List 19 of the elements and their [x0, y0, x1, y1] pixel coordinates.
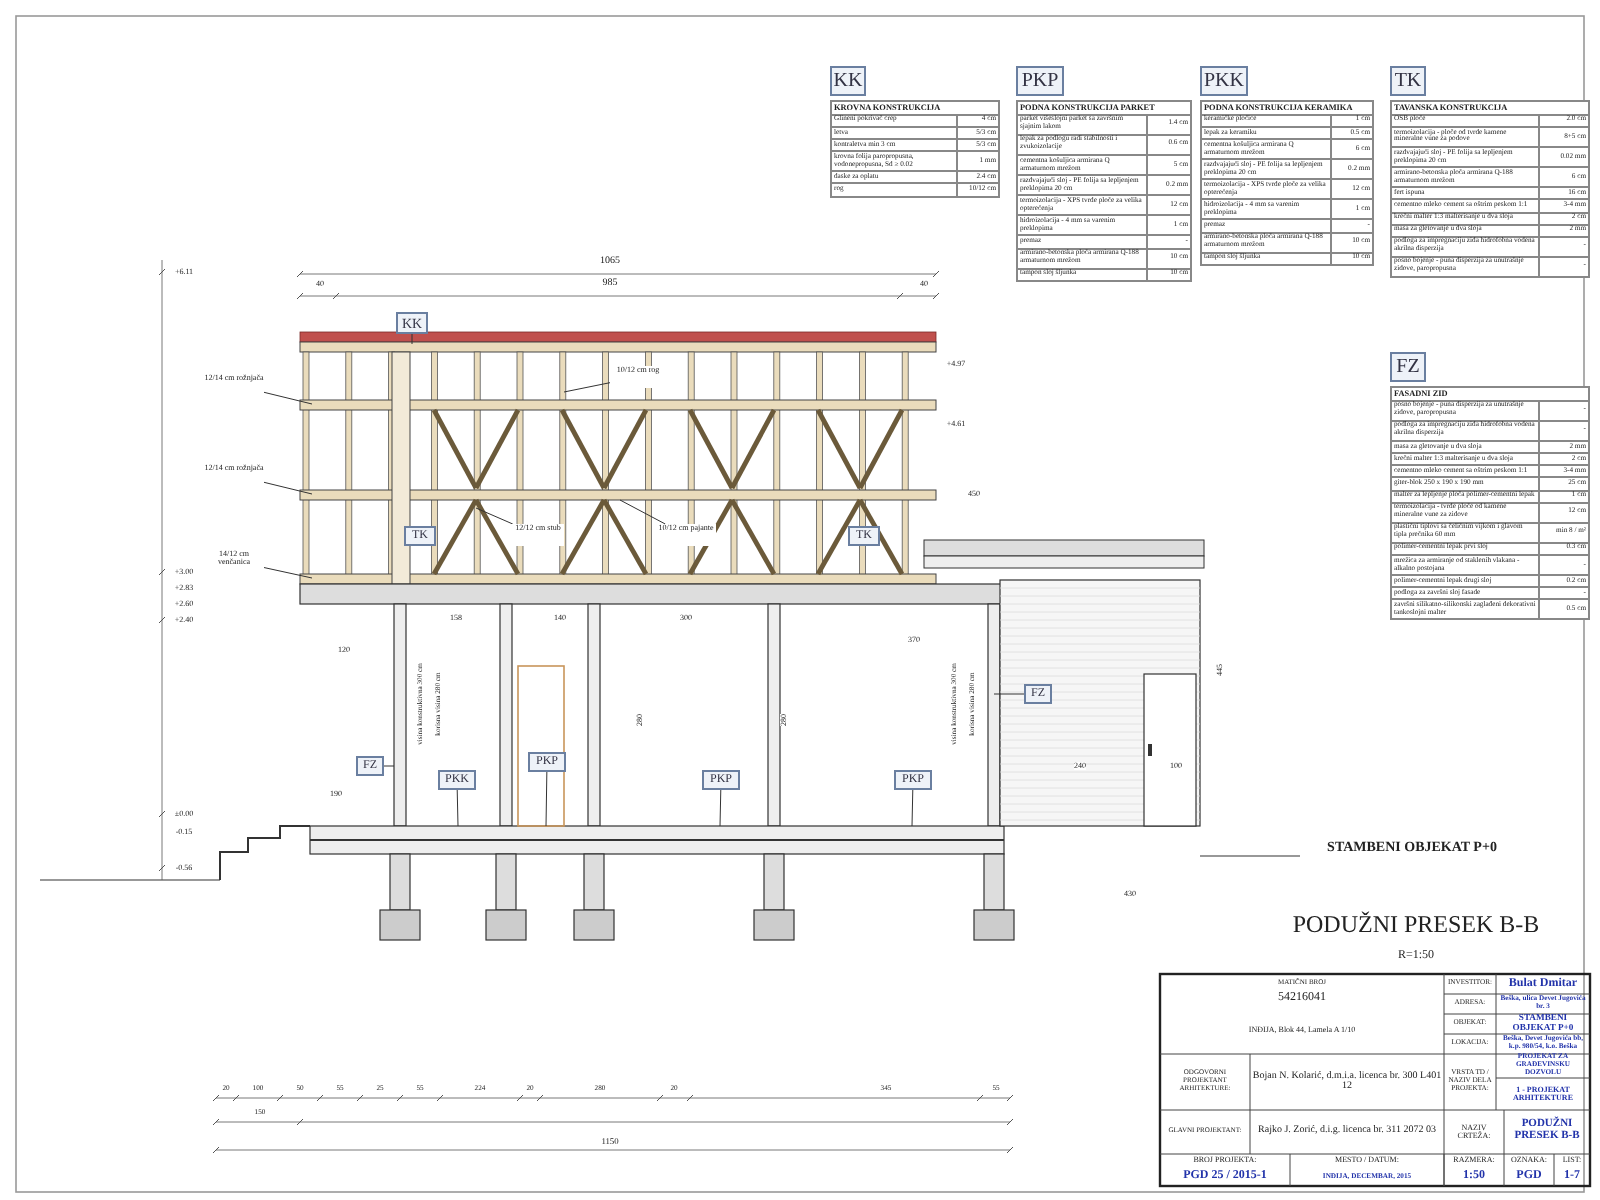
section-tag: PKP [1016, 66, 1064, 96]
section-tag: KK [830, 66, 866, 96]
leader-line [563, 382, 611, 393]
leader-line [263, 481, 313, 495]
leader-line [263, 567, 313, 579]
section-tag: TK [1390, 66, 1426, 96]
leader-line [456, 789, 459, 827]
leader-line [383, 765, 395, 767]
leader-line [619, 499, 666, 525]
leader-line [545, 771, 548, 827]
leader-line [475, 507, 514, 525]
drawing-title: PODUŽNI PRESEK B-B [1292, 912, 1540, 936]
leader-line [719, 789, 722, 827]
section-tag: PKK [1200, 66, 1248, 96]
leader-line [993, 693, 1025, 695]
section-tag: FZ [1390, 352, 1426, 382]
leader-line [263, 391, 313, 405]
leader-line [911, 789, 914, 827]
leader-line [411, 333, 413, 345]
